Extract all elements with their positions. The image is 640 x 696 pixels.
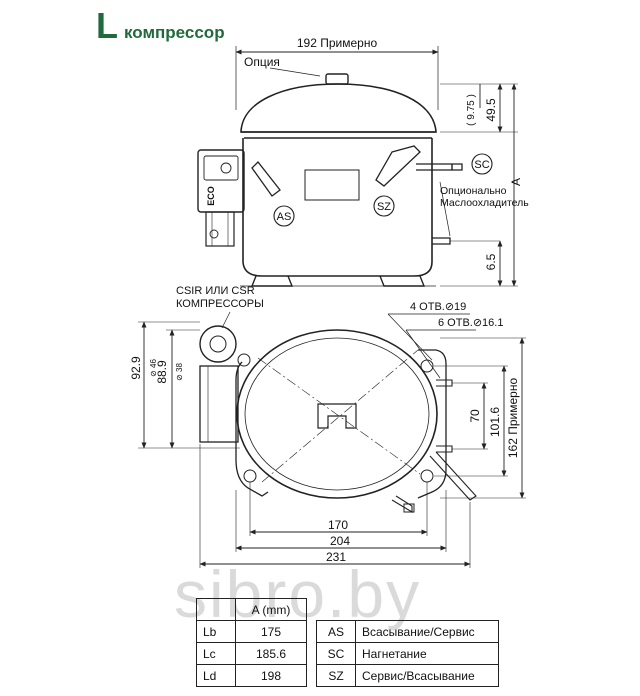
label-dim-231: 231: [326, 550, 346, 564]
label-dim-101-6: 101.6: [488, 407, 502, 437]
table-row: SZ Сервис/Всасывание: [316, 664, 499, 687]
dims-cell: Lb: [196, 620, 236, 643]
label-dim-d38: ⊘ 38: [175, 363, 184, 381]
label-dim-d46: ⊘ 46: [149, 359, 158, 377]
label-dim-88-9: 88.9: [155, 360, 169, 384]
label-option: Опция: [244, 55, 280, 69]
ports-cell: Нагнетание: [355, 642, 499, 665]
ports-cell: SC: [316, 642, 356, 665]
label-width-approx: 192 Примерно: [297, 36, 378, 50]
ports-table: AS Всасывание/Сервис SC Нагнетание SZ Се…: [316, 620, 499, 687]
dims-cell: 175: [235, 620, 307, 643]
ports-cell: Всасывание/Сервис: [355, 620, 499, 643]
ports-cell: Сервис/Всасывание: [355, 664, 499, 687]
label-dim-a: A: [509, 178, 523, 186]
label-dim-49-5: 49.5: [484, 98, 498, 122]
label-oil-cooler-1: Опционально: [440, 185, 507, 197]
dims-header-blank: [196, 598, 236, 621]
ports-cell: SZ: [316, 664, 356, 687]
title-word: компрессор: [124, 23, 225, 42]
label-dim-70: 70: [468, 409, 482, 423]
side-view-labels: 192 Примерно Опция ( 9.75 ) 49.5 A 6.5 О…: [206, 36, 529, 270]
table-row: Ld 198: [196, 664, 307, 687]
diagram-title: L компрессор: [96, 6, 225, 44]
table-row: Lb 175: [196, 620, 307, 643]
ports-cell: AS: [316, 620, 356, 643]
plan-view-labels: CSIR ИЛИ CSR КОМПРЕССОРЫ 4 ОТВ.⊘19 6 ОТВ…: [129, 285, 520, 564]
dims-cell: Ld: [196, 664, 236, 687]
eco-label: ECO: [206, 186, 216, 206]
port-sc: SC: [474, 159, 489, 171]
table-row: SC Нагнетание: [316, 642, 499, 665]
label-relay-1: CSIR ИЛИ CSR: [176, 285, 255, 297]
port-as: AS: [277, 211, 292, 223]
port-sz: SZ: [377, 201, 391, 213]
label-dim-204: 204: [330, 534, 350, 548]
dims-cell: Lc: [196, 642, 236, 665]
label-holes-6: 6 ОТВ.⊘16.1: [438, 317, 503, 329]
table-row: Lc 185.6: [196, 642, 307, 665]
label-dim-170: 170: [328, 518, 348, 532]
label-holes-4: 4 ОТВ.⊘19: [410, 301, 466, 313]
label-dim-92-9: 92.9: [129, 356, 143, 380]
table-row: AS Всасывание/Сервис: [316, 620, 499, 643]
dims-header-a: A (mm): [235, 598, 307, 621]
side-view: [197, 46, 518, 287]
title-letter: L: [96, 5, 118, 46]
label-relay-2: КОМПРЕССОРЫ: [176, 298, 264, 310]
label-dim-162: 162 Примерно: [506, 378, 520, 459]
label-dim-9-75: ( 9.75 ): [466, 94, 477, 126]
dims-cell: 198: [235, 664, 307, 687]
dims-table: A (mm) Lb 175 Lc 185.6 Ld 198: [196, 598, 307, 687]
label-oil-cooler-2: Маслоохладитель: [440, 197, 529, 209]
dims-cell: 185.6: [235, 642, 307, 665]
plan-view: [138, 311, 526, 568]
table-row: A (mm): [196, 598, 307, 621]
label-dim-6-5: 6.5: [484, 253, 498, 270]
